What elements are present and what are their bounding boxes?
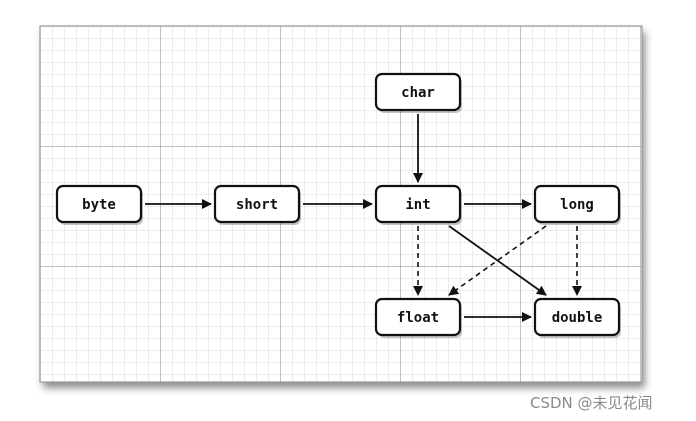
node-int-label: int — [405, 197, 430, 213]
node-long-box — [533, 184, 621, 224]
node-short-label: short — [236, 197, 278, 213]
edge-int-to-double — [448, 225, 547, 296]
nodes-layer: char byte short int long float double — [55, 72, 621, 338]
node-short: short — [213, 184, 301, 225]
node-byte-label: byte — [82, 197, 116, 213]
node-char-label: char — [401, 85, 435, 101]
node-long-label: long — [560, 197, 594, 213]
node-float-box — [374, 297, 462, 337]
node-double: double — [533, 297, 621, 338]
node-int: int — [374, 184, 462, 225]
node-float-label: float — [397, 310, 439, 326]
edges-layer — [145, 114, 582, 322]
node-float: float — [374, 297, 462, 338]
node-long: long — [533, 184, 621, 225]
node-double-box — [533, 297, 621, 337]
node-char: char — [374, 72, 462, 113]
edge-long-to-float — [448, 225, 547, 296]
node-byte-box — [55, 184, 143, 224]
node-int-box — [374, 184, 462, 224]
node-byte: byte — [55, 184, 143, 225]
node-char-box — [374, 72, 462, 112]
node-short-box — [213, 184, 301, 224]
watermark-text: CSDN @未见花闻 — [530, 394, 653, 412]
node-double-label: double — [552, 310, 603, 326]
